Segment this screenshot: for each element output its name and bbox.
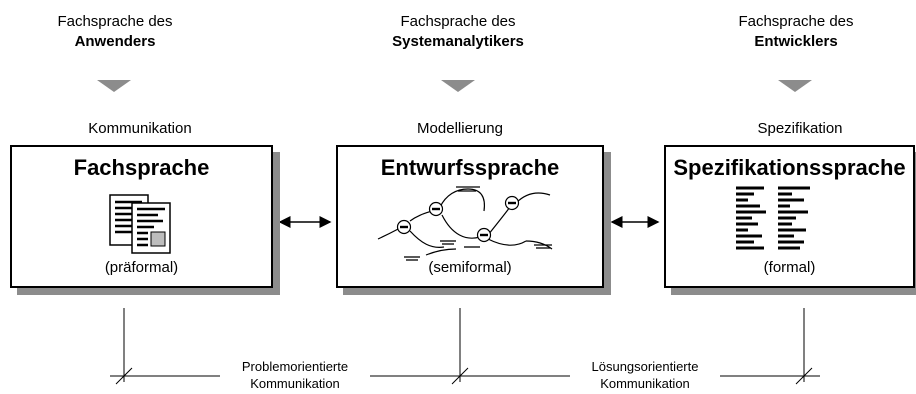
bottom-label-problem: Problemorientierte Kommunikation xyxy=(220,358,370,392)
box-subtitle: (formal) xyxy=(763,259,816,276)
down-triangle-icon xyxy=(778,80,812,92)
model-graph-icon xyxy=(377,186,553,261)
tick-middle xyxy=(451,367,469,385)
bottom-label-solution: Lösungsorientierte Kommunikation xyxy=(570,358,720,392)
role-prefix: Fachsprache des xyxy=(57,13,173,30)
activity-label: Kommunikation xyxy=(88,120,192,137)
box-fachsprache: Fachsprache (präformal) xyxy=(10,145,273,288)
box-subtitle: (präformal) xyxy=(104,259,179,276)
box-title: Entwurfssprache xyxy=(380,155,560,180)
role-name: Entwicklers xyxy=(754,33,838,50)
role-prefix: Fachsprache des xyxy=(400,13,516,30)
role-label-user: Fachsprache des Anwenders xyxy=(40,12,190,52)
box-entwurfssprache: Entwurfssprache xyxy=(336,145,604,288)
bottom-label-line1: Problemorientierte xyxy=(241,359,349,374)
activity-label: Spezifikation xyxy=(757,120,843,137)
bottom-label-line2: Kommunikation xyxy=(600,376,690,391)
documents-icon xyxy=(109,194,171,254)
role-name: Anwenders xyxy=(74,33,156,50)
box-title: Spezifikationssprache xyxy=(673,155,906,180)
role-label-developer: Fachsprache des Entwicklers xyxy=(716,12,876,52)
down-triangle-icon xyxy=(97,80,131,92)
activity-label: Modellierung xyxy=(417,120,503,137)
tick-left xyxy=(115,367,133,385)
down-triangle-icon xyxy=(441,80,475,92)
bottom-label-line2: Kommunikation xyxy=(250,376,340,391)
tick-right xyxy=(795,367,813,385)
bottom-label-line1: Lösungsorientierte xyxy=(591,359,699,374)
role-label-analyst: Fachsprache des Systemanalytikers xyxy=(368,12,548,52)
role-name: Systemanalytikers xyxy=(392,33,524,50)
box-spezifikationssprache: Spezifikationssprache (formal) xyxy=(664,145,915,288)
box-title: Fachsprache xyxy=(73,155,210,180)
box-subtitle: (semiformal) xyxy=(428,259,512,276)
role-prefix: Fachsprache des xyxy=(738,13,854,30)
formal-text-icon xyxy=(736,186,810,250)
